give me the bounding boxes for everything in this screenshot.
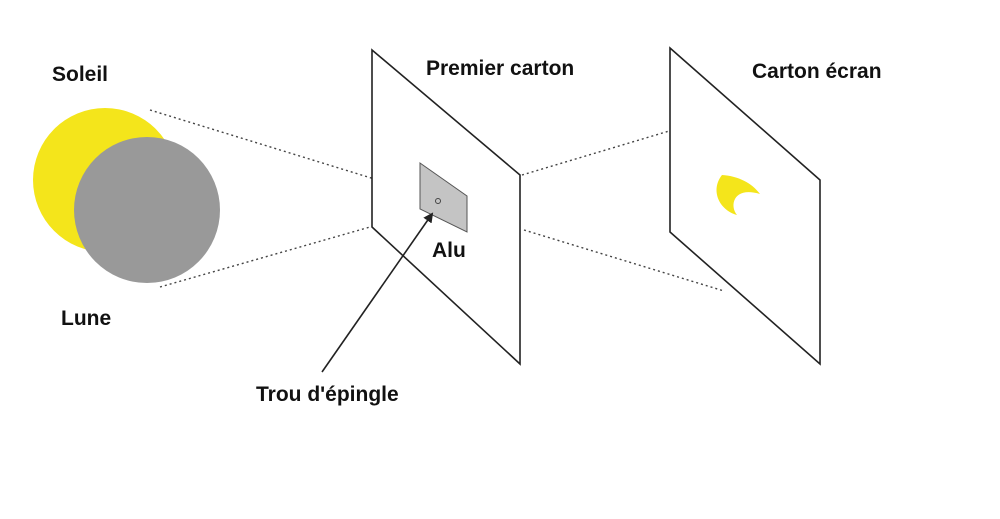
pinhole-arrow <box>321 212 434 373</box>
pinhole <box>435 198 441 204</box>
sun-label: Soleil <box>52 63 109 86</box>
moon-label: Lune <box>61 307 112 330</box>
crescent-projection <box>716 175 760 215</box>
ray-upper-to-screen <box>521 113 727 176</box>
pinhole-label: Trou d'épingle <box>256 383 399 406</box>
moon-disc <box>74 137 220 283</box>
screen-card-label: Carton écran <box>752 60 882 83</box>
foil-label: Alu <box>432 239 466 262</box>
first-card-label: Premier carton <box>426 57 575 80</box>
screen-card <box>669 46 821 366</box>
